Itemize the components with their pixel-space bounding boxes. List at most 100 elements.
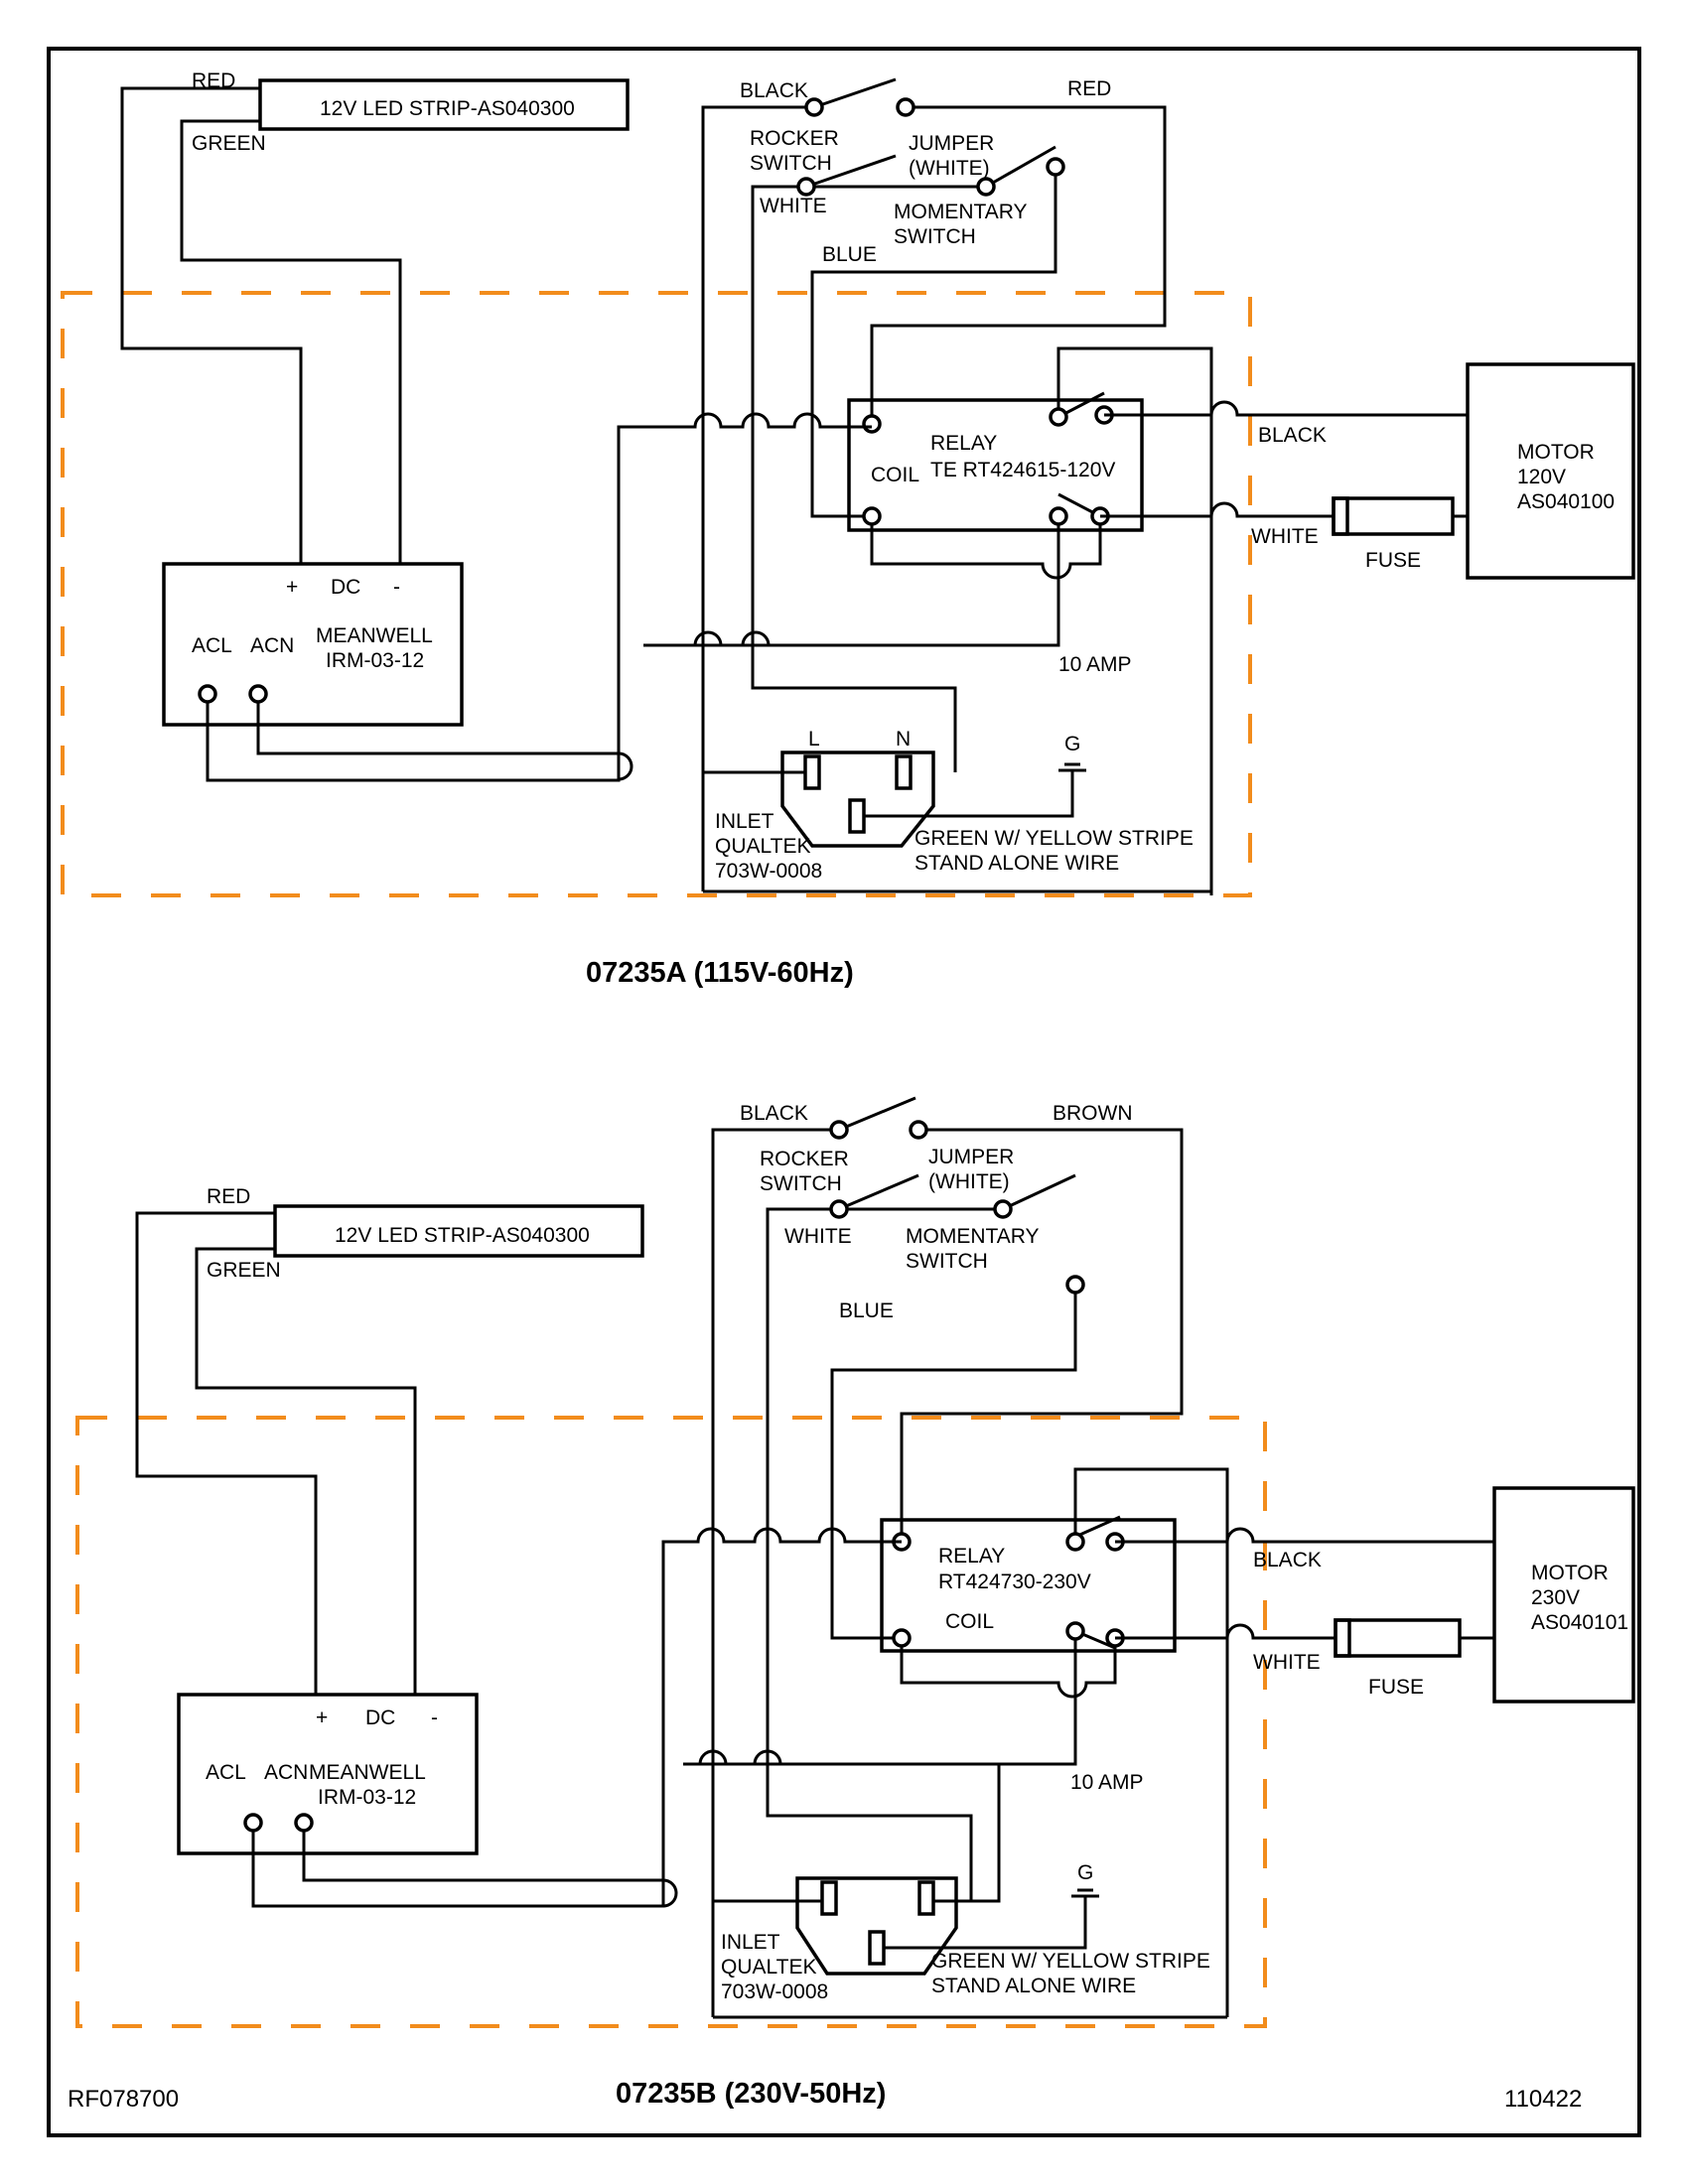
inlet-line-pin-b (820, 1880, 838, 1916)
relay-coil-jumper-b (900, 1638, 1117, 1699)
inlet-body-b (795, 1876, 958, 1976)
led-green-label-a: GREEN (192, 132, 266, 155)
psu-acn-a: ACN (250, 634, 294, 657)
relay-feed-wire-a (1056, 346, 1213, 895)
inlet-label-3-a: 703W-0008 (715, 860, 822, 883)
inlet-n-label-a: N (896, 728, 911, 751)
white-label-b: WHITE (784, 1225, 852, 1248)
psu-dc-a: DC (331, 576, 360, 599)
led-strip-label-a: 12V LED STRIP-AS040300 (320, 97, 575, 120)
rocker-white-terminal-a (796, 177, 816, 197)
inlet-label-3-b: 703W-0008 (721, 1980, 828, 2003)
inlet-ground-pin-b (868, 1930, 886, 1966)
motor-black-wire-a (1104, 400, 1468, 417)
out-white-label-a: WHITE (1251, 525, 1319, 548)
enclosure-boundary-b (75, 1416, 1267, 2028)
fuse-label-b: FUSE (1368, 1676, 1424, 1699)
sheet-border (47, 47, 1641, 2137)
ground-wire-label-2-b: STAND ALONE WIRE (931, 1975, 1136, 1997)
acn-wire-a (256, 694, 633, 781)
relay-label-2-b: RT424730-230V (938, 1570, 1091, 1593)
psu-dc-b: DC (365, 1706, 395, 1729)
led-red-label-a: RED (192, 69, 235, 92)
psu-plus-a: + (286, 576, 298, 599)
motor-label-1-a: MOTOR (1517, 441, 1595, 464)
diagram-title-b: 07235B (230V-50Hz) (616, 2078, 886, 2110)
relay-feed-wire-b (1073, 1467, 1229, 2017)
inlet-ground-pin-a (848, 798, 866, 834)
relay-label-1-a: RELAY (930, 432, 997, 455)
inlet-neutral-wire-b (933, 1764, 1001, 1903)
psu-model-b: IRM-03-12 (318, 1786, 416, 1809)
motor-white-wire-a (1100, 501, 1334, 518)
inlet-label-2-a: QUALTEK (715, 835, 810, 858)
rocker-black-terminal-a (804, 97, 824, 117)
momentary-terminal-a (1046, 157, 1065, 177)
motor-label-3-a: AS040100 (1517, 490, 1615, 513)
fuse-body-a (1332, 496, 1455, 536)
ground-symbol-a (1058, 762, 1086, 772)
jumper-label-1-a: JUMPER (909, 132, 994, 155)
power-supply-box-a (162, 562, 464, 727)
momentary-lever-b (1002, 1173, 1076, 1211)
ground-wire-label-1-b: GREEN W/ YELLOW STRIPE (931, 1950, 1210, 1973)
hot-10amp-wire-b (683, 1638, 1077, 1766)
motor-box-b (1492, 1486, 1635, 1704)
power-supply-box-b (177, 1693, 479, 1855)
amp-label-a: 10 AMP (1058, 653, 1132, 676)
out-white-label-b: WHITE (1253, 1651, 1321, 1674)
relay-coil-terminal-2-b (892, 1628, 912, 1648)
ground-symbol-b (1071, 1888, 1099, 1898)
ground-label-b: G (1077, 1861, 1093, 1884)
footer-left-code: RF078700 (68, 2086, 179, 2113)
inlet-label-1-b: INLET (721, 1931, 780, 1954)
rocker-label-1-a: ROCKER (750, 127, 839, 150)
blue-coil-wire-a (810, 165, 1057, 518)
sw-red-label-a: RED (1067, 77, 1111, 100)
inlet-body-a (780, 751, 935, 848)
ground-wire-label-2-a: STAND ALONE WIRE (914, 852, 1119, 875)
psu-acn-b: ACN (264, 1761, 308, 1784)
rocker-black-lever-b (838, 1096, 916, 1132)
inlet-label-1-a: INLET (715, 810, 774, 833)
footer-right-code: 110422 (1504, 2086, 1582, 2113)
sw-black-label-a: BLACK (740, 79, 808, 102)
led-red-wire-a (120, 86, 303, 564)
white-label-a: WHITE (760, 195, 827, 217)
rocker-label-1-b: ROCKER (760, 1148, 849, 1170)
rocker-red-terminal-a (896, 97, 915, 117)
rocker-black-lever-a (813, 77, 897, 109)
motor-label-2-b: 230V (1531, 1586, 1580, 1609)
black-supply-wire-a (701, 105, 814, 891)
diagram-b: 12V LED STRIP-AS040300 RED GREEN + DC - … (75, 1096, 1635, 2110)
fuse-cap-b (1334, 1618, 1351, 1658)
momentary-lever-a (985, 145, 1056, 189)
psu-name-a: MEANWELL (316, 624, 433, 647)
fuse-cap-a (1332, 496, 1349, 536)
inlet-line-pin-a (803, 754, 821, 790)
blue-coil-wire-b (830, 1285, 1077, 1640)
rocker-white-terminal-b (829, 1199, 849, 1219)
led-green-label-b: GREEN (207, 1259, 281, 1282)
inlet-label-2-b: QUALTEK (721, 1956, 816, 1979)
psu-plus-b: + (316, 1706, 328, 1729)
crossover-hops-2-a (643, 630, 1058, 647)
inlet-neutral-pin-a (895, 754, 913, 790)
led-red-label-b: RED (207, 1185, 250, 1208)
relay-coil-jumper-a (870, 516, 1102, 580)
acl-wire-a (206, 425, 695, 782)
crossover-hops-b (663, 1527, 902, 1544)
psu-acl-terminal-b (243, 1813, 263, 1833)
psu-acl-terminal-a (198, 684, 217, 704)
motor-label-2-a: 120V (1517, 466, 1566, 488)
relay-box-b (880, 1518, 1177, 1653)
relay-contact-1-b (1074, 1515, 1121, 1539)
white-neutral-wire-b (766, 1207, 973, 1901)
blue-label-a: BLUE (822, 243, 877, 266)
out-black-label-a: BLACK (1258, 424, 1327, 447)
inlet-l-label-a: L (808, 728, 820, 751)
relay-label-1-b: RELAY (938, 1545, 1005, 1568)
amp-label-b: 10 AMP (1070, 1771, 1144, 1794)
relay-coil-terminal-2-a (862, 506, 882, 526)
